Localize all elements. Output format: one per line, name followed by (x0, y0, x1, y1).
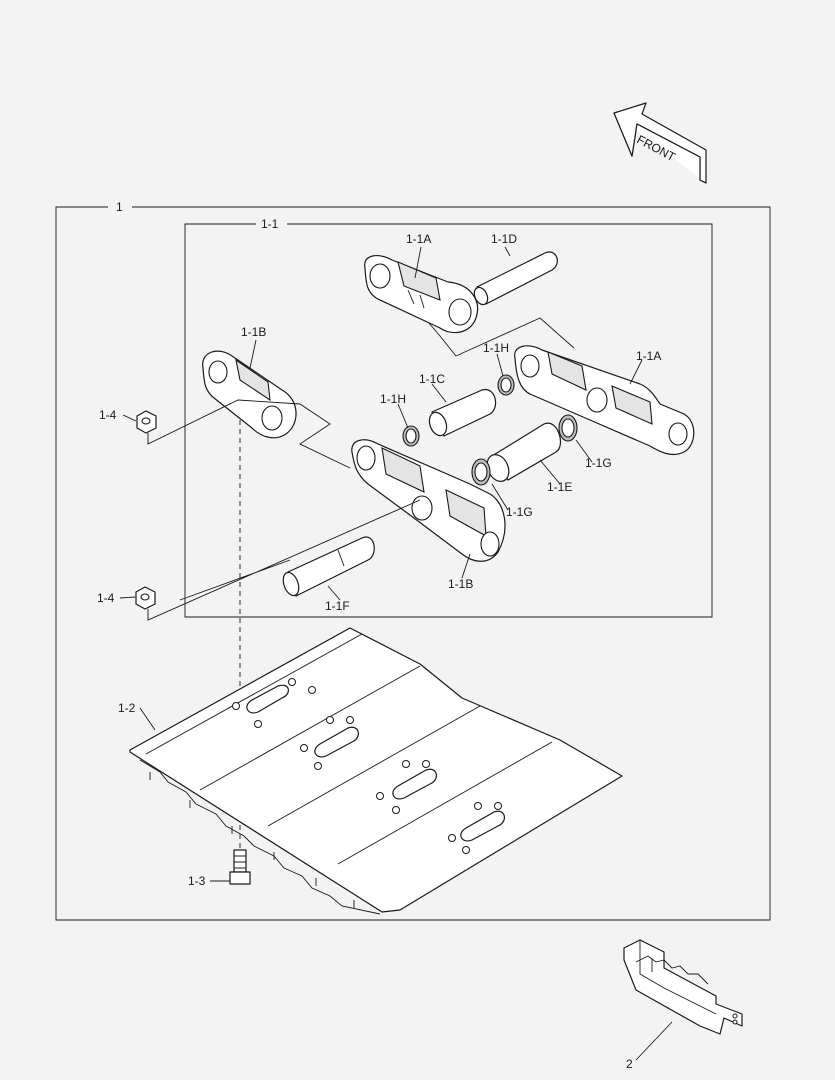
bushing-1-1e (486, 422, 561, 482)
label-pin-1-1f: 1-1F (325, 599, 350, 613)
seal-1-1g-right (558, 414, 578, 442)
label-link-1-1b-lower: 1-1B (448, 577, 473, 591)
label-subassembly-1-1: 1-1 (261, 217, 279, 231)
label-link-1-1b-left: 1-1B (241, 325, 266, 339)
label-seal-1-1h-left: 1-1H (380, 392, 406, 406)
label-bolt-1-3: 1-3 (188, 874, 206, 888)
label-seal-1-1h-right: 1-1H (483, 341, 509, 355)
nut-1-4-lower (135, 586, 156, 610)
label-guard-2: 2 (626, 1057, 633, 1071)
pin-1-1d (473, 251, 558, 306)
seal-1-1h-left (402, 425, 420, 447)
label-link-1-1a-right: 1-1A (636, 349, 661, 363)
assembly-1-frame: 1 (55, 200, 771, 921)
label-bushing-1-1c: 1-1C (419, 372, 445, 386)
label-link-1-1a-top: 1-1A (406, 232, 431, 246)
label-nut-1-4-upper: 1-4 (99, 408, 117, 422)
label-nut-1-4-lower: 1-4 (97, 591, 115, 605)
seal-1-1g-lower (471, 458, 491, 486)
leader-lines (119, 246, 673, 1061)
label-seal-1-1g-lower: 1-1G (506, 505, 533, 519)
label-bushing-1-1e: 1-1E (547, 480, 572, 494)
guard-2 (623, 939, 743, 1035)
label-seal-1-1g-right: 1-1G (585, 456, 612, 470)
label-track-shoe-1-2: 1-2 (118, 701, 136, 715)
bolt-1-3 (229, 849, 251, 885)
bushing-1-1c (428, 389, 497, 437)
label-pin-1-1d: 1-1D (491, 232, 517, 246)
label-assembly-1: 1 (116, 200, 123, 214)
seal-1-1h-right (497, 374, 515, 396)
link-1-1b-left (202, 350, 297, 439)
nut-1-4-upper (136, 410, 157, 434)
link-1-1a-right (514, 345, 695, 456)
front-arrow: FRONT (613, 102, 707, 184)
track-shoe-1-2 (129, 627, 623, 915)
subassembly-1-1-frame: 1-1 (184, 217, 713, 618)
pin-1-1f (282, 536, 375, 597)
link-1-1a-top (364, 254, 479, 334)
link-1-1b-center (351, 439, 506, 562)
